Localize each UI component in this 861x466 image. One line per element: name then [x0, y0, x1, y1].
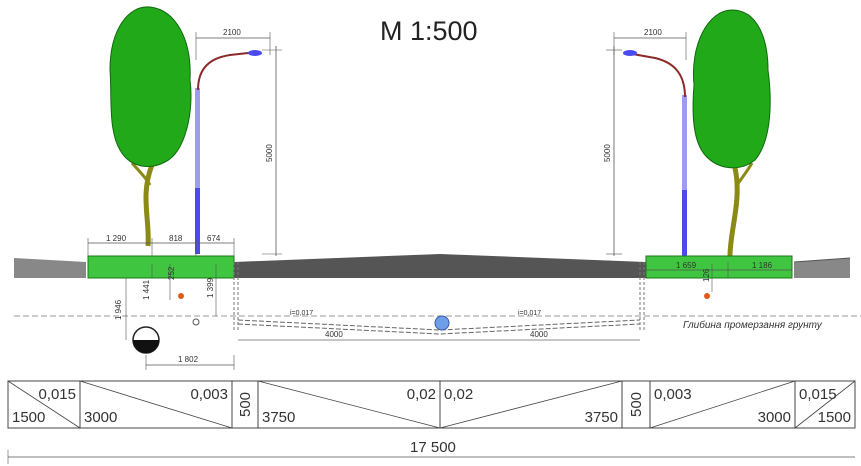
table-slope-value: 0,003 — [654, 386, 692, 403]
right-dim-126: 126 — [702, 268, 711, 282]
left-dim-1399: 1 399 — [206, 277, 215, 298]
small-pipe-icon — [192, 318, 200, 326]
left-height-dim: 5000 — [265, 144, 274, 162]
cable-marker-icon — [704, 293, 710, 299]
table-slope-value: 0,02 — [407, 386, 436, 403]
table-slope-value: 0,015 — [799, 386, 837, 403]
table-slope-value: 0,02 — [444, 386, 473, 403]
table-slope-value: 0,015 — [38, 386, 76, 403]
left-tree-icon — [109, 6, 192, 247]
table-width-value: 3750 — [585, 409, 618, 426]
slope-diagonal — [439, 380, 623, 429]
right-height-dim: 5000 — [603, 144, 612, 162]
table-width-value: 500 — [628, 392, 645, 417]
slope-diagonal — [79, 380, 233, 429]
slope-diagonal — [649, 380, 796, 429]
table-width-value: 3000 — [758, 409, 791, 426]
table-width-value: 3000 — [84, 409, 117, 426]
left-dim-252: 252 — [167, 266, 176, 280]
drain-pipe-icon — [434, 315, 450, 331]
left-dim-818: 818 — [169, 234, 183, 243]
right-slope-label: i=0,017 — [518, 310, 541, 317]
scale-title: М 1:500 — [380, 16, 478, 46]
utility-pipe-icon — [132, 326, 160, 354]
roadway — [234, 254, 646, 278]
left-green-strip — [87, 255, 235, 279]
slope-diagonal — [257, 380, 441, 429]
left-overhang-dim: 2100 — [223, 28, 241, 37]
right-dim-1659: 1 659 — [676, 261, 697, 270]
slope-width-table: 0,015 1500 0,003 3000 500 0,02 3750 0,02 3750 500… — [7, 380, 856, 429]
table-width-value: 1500 — [12, 409, 45, 426]
right-lamp-icon — [623, 50, 687, 256]
right-overhang-dim: 2100 — [644, 28, 662, 37]
left-dim-1946: 1 946 — [114, 299, 123, 320]
cable-marker-icon — [178, 293, 184, 299]
left-dim-674: 674 — [207, 234, 221, 243]
slope-diagonal — [794, 380, 856, 429]
right-dim-1186: 1 186 — [752, 261, 773, 270]
table-width-value: 3750 — [262, 409, 295, 426]
slope-diagonal — [7, 380, 81, 429]
frost-label: Глибина промерзання грунту — [683, 319, 823, 331]
total-width: 17 500 — [410, 439, 456, 456]
right-green-strip — [645, 255, 793, 279]
road-left-width: 4000 — [325, 330, 343, 339]
table-width-value: 1500 — [818, 409, 851, 426]
table-slope-value: 0,003 — [190, 386, 228, 403]
left-dim-1290: 1 290 — [106, 234, 127, 243]
right-shoulder — [794, 258, 850, 278]
left-slope-label: i=0,017 — [290, 310, 313, 317]
left-lamp-icon — [195, 50, 262, 254]
left-dim-1441: 1 441 — [142, 279, 151, 300]
road-right-width: 4000 — [530, 330, 548, 339]
left-shoulder — [14, 258, 86, 278]
right-tree-icon — [692, 9, 771, 257]
table-width-value: 500 — [237, 392, 254, 417]
left-dim-1802: 1 802 — [178, 355, 199, 364]
